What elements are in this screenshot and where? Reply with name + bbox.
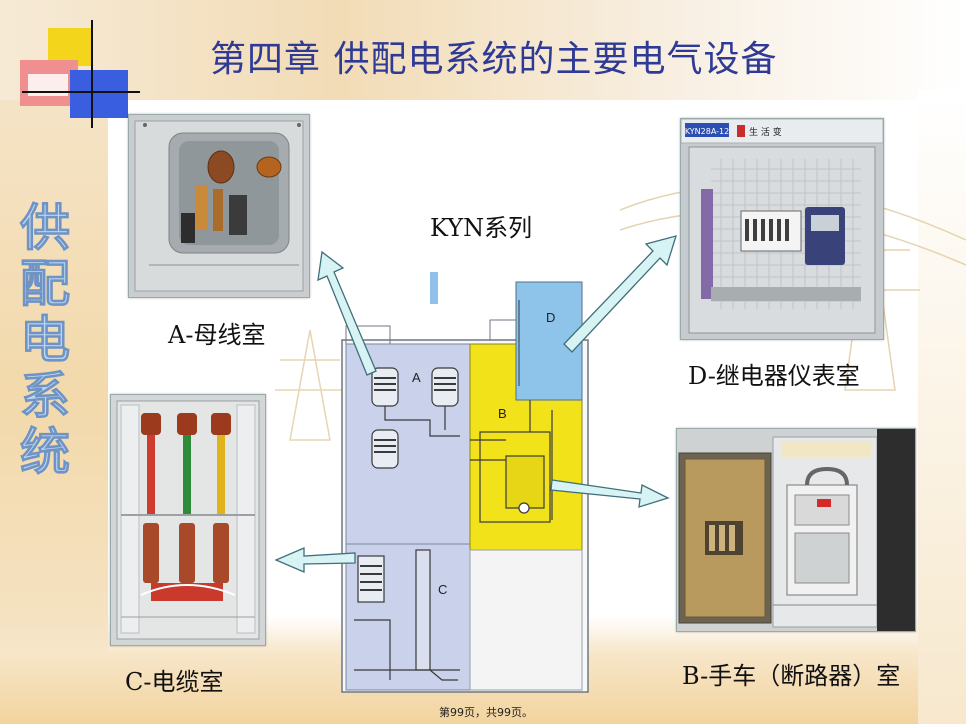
arrow-to-cable — [276, 548, 355, 572]
arrow-to-busbar — [318, 252, 376, 375]
arrow-to-relay — [564, 236, 676, 352]
arrow-to-breaker — [551, 480, 668, 507]
page-footer: 第99页，共99页。 — [439, 704, 533, 720]
